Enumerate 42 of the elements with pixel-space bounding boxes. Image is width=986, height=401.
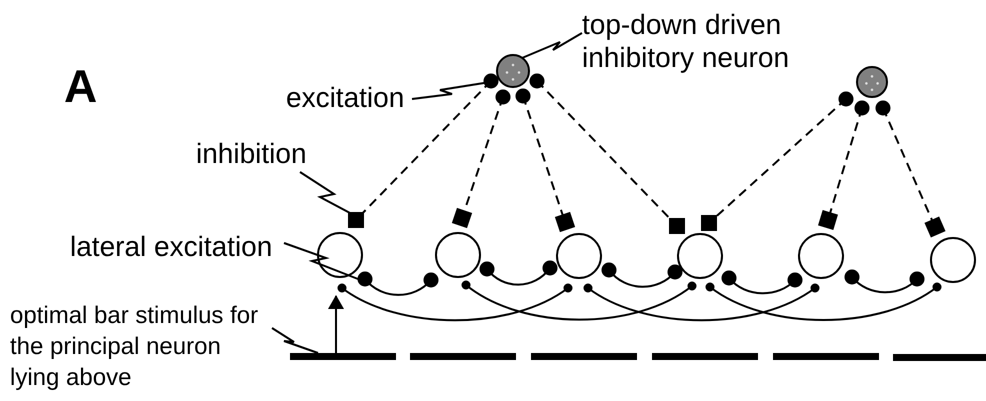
neuron-circle: [798, 233, 844, 279]
annotation-label: optimal bar stimulus for the principal neuron lying above: [10, 300, 272, 393]
panel-label: A: [64, 60, 98, 112]
connection-arc: [358, 272, 438, 296]
connection-arc: [584, 284, 820, 322]
connection-arc: [480, 260, 558, 286]
dashed-connection: [348, 74, 498, 228]
annotation-label: inhibition: [196, 137, 307, 170]
annotation-label: top-down driven inhibitory neuron: [582, 8, 804, 74]
neuron-circle: [435, 232, 481, 278]
neuron-circle: [677, 233, 723, 279]
connection-arc: [462, 280, 696, 321]
dashed-connection: [530, 74, 685, 234]
dashed-connection: [452, 90, 510, 228]
connection-arc: [338, 284, 572, 322]
connection-arc: [602, 262, 682, 288]
neuron-circle: [930, 237, 976, 283]
leader-line: [299, 171, 350, 214]
stimulus-bar: [893, 354, 986, 361]
dashed-connection: [818, 100, 870, 230]
dashed-connection: [701, 92, 854, 231]
dashed-connection: [876, 100, 946, 238]
dashed-connection: [516, 88, 576, 232]
shaded-neuron-circle: [496, 54, 530, 88]
connection-arc: [844, 270, 924, 294]
shaded-neuron-circle: [856, 66, 888, 98]
neuron-circle: [317, 232, 363, 278]
connection-arc: [722, 270, 802, 294]
leader-line: [412, 82, 484, 100]
connection-arc: [706, 282, 942, 321]
stimulus-bar: [773, 353, 879, 360]
stimulus-bar: [531, 353, 637, 360]
annotation-label: excitation: [286, 81, 404, 114]
arrow: [328, 295, 344, 353]
stimulus-bar: [290, 353, 396, 360]
annotation-label: lateral excitation: [70, 230, 272, 263]
leader-line: [522, 32, 582, 59]
stimulus-bar: [652, 353, 758, 360]
leader-line: [271, 327, 318, 354]
stimulus-bar: [410, 353, 516, 360]
neuron-circle: [556, 233, 602, 279]
leader-line: [284, 242, 358, 280]
